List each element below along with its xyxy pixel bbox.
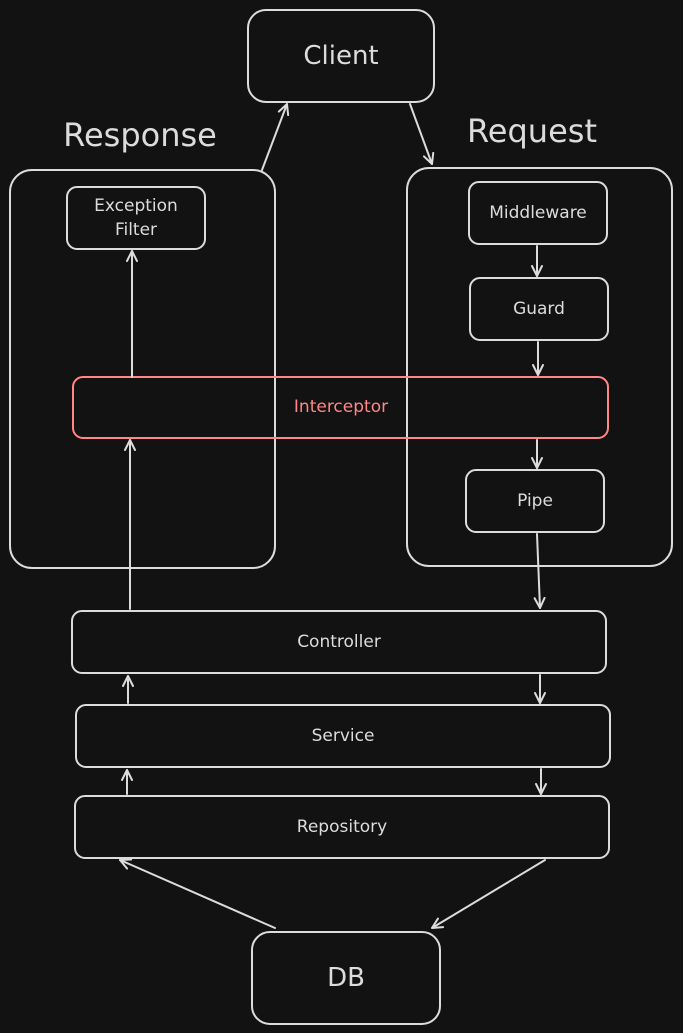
exception-filter-label-line2: Filter <box>115 220 157 240</box>
service-node-box <box>75 704 611 768</box>
controller-node-box <box>71 610 607 674</box>
request-group-title: Request <box>467 112 597 150</box>
client-node-label: Client <box>303 41 378 71</box>
db-node-label: DB <box>327 963 365 993</box>
interceptor-node-box <box>72 376 609 439</box>
interceptor-node-label: Interceptor <box>294 397 388 417</box>
db-to-repository-arrow <box>119 858 276 929</box>
pipe-node-label: Pipe <box>517 491 553 511</box>
client-node-box <box>247 9 435 103</box>
exception-filter-node-box <box>66 186 206 250</box>
pipe-node-box <box>465 469 605 533</box>
request-group-box <box>406 167 673 567</box>
exception-filter-label-line1: Exception <box>94 196 178 216</box>
repository-node-label: Repository <box>297 817 387 837</box>
middleware-node-label: Middleware <box>489 203 587 223</box>
guard-node-box <box>469 277 609 341</box>
guard-node-label: Guard <box>513 299 565 319</box>
controller-node-label: Controller <box>297 632 381 652</box>
service-node-label: Service <box>312 726 375 746</box>
response-group-box <box>9 169 276 569</box>
middleware-node-box <box>468 181 608 245</box>
client-to-request-arrow <box>409 103 435 165</box>
db-node-box <box>251 931 441 1025</box>
pipe-to-controller-arrow <box>533 533 546 609</box>
response-to-client-arrow <box>261 103 290 171</box>
repository-to-db-arrow <box>431 859 546 929</box>
response-group-title: Response <box>63 116 217 154</box>
repository-node-box <box>74 795 610 859</box>
